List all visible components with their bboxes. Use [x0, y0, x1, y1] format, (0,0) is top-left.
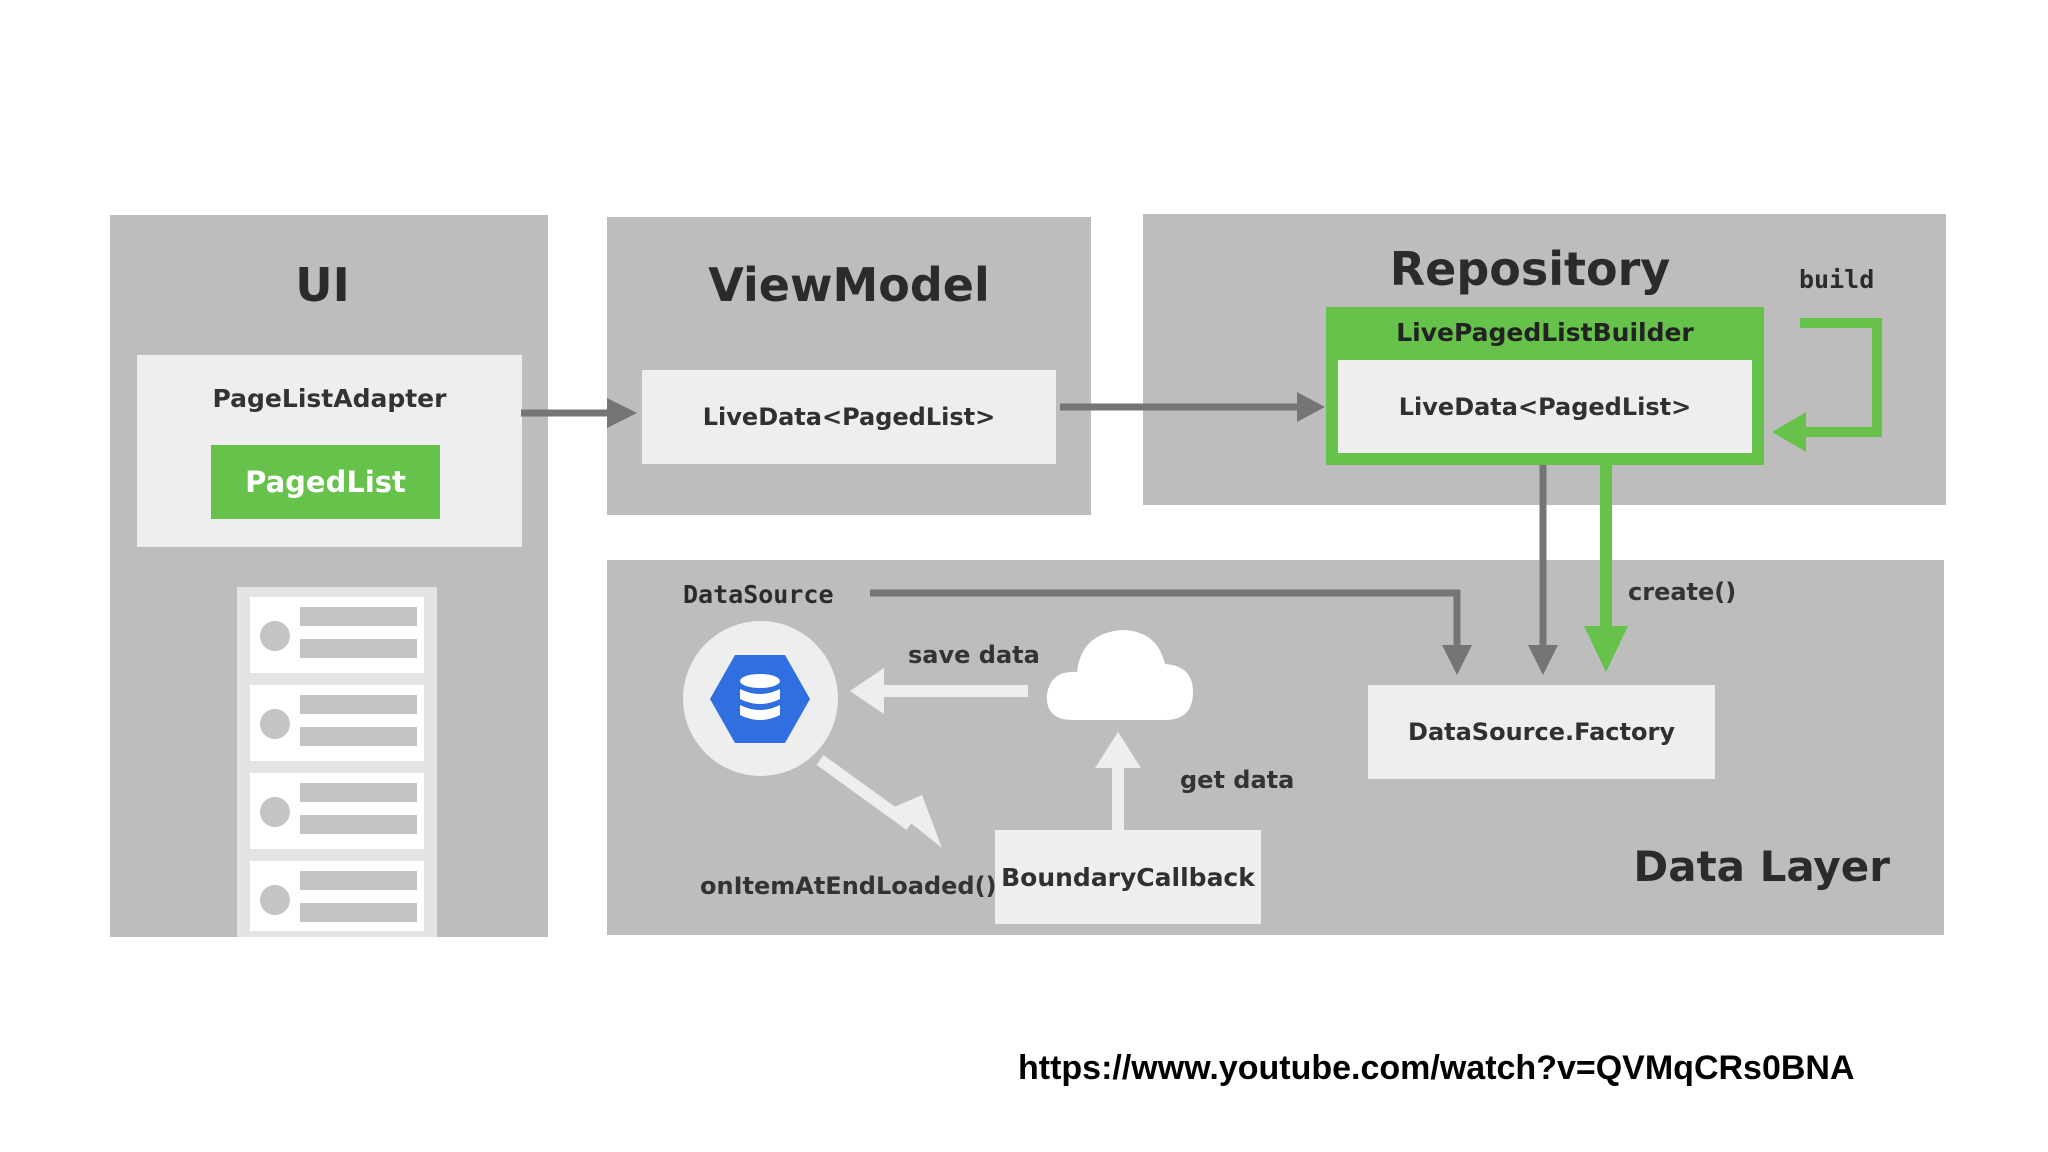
list-item-line: [300, 871, 417, 890]
viewmodel-livedata-box: LiveData<PagedList>: [642, 370, 1056, 464]
list-item-avatar: [260, 885, 290, 915]
get-data-label: get data: [1180, 766, 1295, 794]
database-icon: [710, 655, 810, 743]
on-item-at-end-loaded-label: onItemAtEndLoaded(): [700, 872, 997, 900]
adapter-to-viewmodel-arrow: [521, 398, 637, 428]
datasource-factory-box: DataSource.Factory: [1368, 685, 1715, 779]
list-item: [250, 597, 424, 673]
repository-title: Repository: [1389, 242, 1671, 296]
viewmodel-to-repository-arrow: [1060, 392, 1325, 422]
list-item-avatar: [260, 621, 290, 651]
datasource-label: DataSource: [683, 580, 834, 609]
live-paged-list-builder-label: LivePagedListBuilder: [1396, 318, 1694, 347]
list-item: [250, 861, 424, 931]
list-item-line: [300, 815, 417, 834]
viewmodel-title: ViewModel: [708, 258, 990, 312]
list-item-line: [300, 639, 417, 658]
viewmodel-panel: [607, 217, 1091, 515]
list-item-avatar: [260, 709, 290, 739]
list-item: [250, 773, 424, 849]
list-item-line: [300, 607, 417, 626]
data-layer-title: Data Layer: [1633, 842, 1890, 891]
on-item-at-end-loaded-arrow: [816, 755, 942, 848]
datasource-to-factory-arrow: [870, 589, 1472, 675]
list-item-avatar: [260, 797, 290, 827]
save-data-arrow: [850, 668, 1028, 714]
data-layer-panel: [607, 560, 1944, 935]
source-url: https://www.youtube.com/watch?v=QVMqCRs0…: [1018, 1049, 1855, 1087]
list-item-line: [300, 903, 417, 922]
get-data-arrow: [1095, 732, 1141, 830]
build-label: build: [1799, 265, 1875, 294]
list-item-line: [300, 783, 417, 802]
paged-list-box: PagedList: [211, 445, 440, 519]
ui-title: UI: [295, 258, 350, 312]
boundary-callback-box: BoundaryCallback: [995, 830, 1261, 924]
list-item-line: [300, 727, 417, 746]
repository-livedata-box: LiveData<PagedList>: [1338, 360, 1752, 453]
create-arrow: [1584, 465, 1628, 672]
list-item: [250, 685, 424, 761]
list-item-line: [300, 695, 417, 714]
save-data-label: save data: [908, 641, 1040, 669]
cloud-icon: [1046, 630, 1193, 720]
page-list-adapter-label: PageListAdapter: [212, 384, 447, 413]
livedata-to-factory-arrow: [1528, 465, 1558, 675]
build-loop-arrow: [1772, 318, 1882, 452]
create-label: create(): [1628, 578, 1737, 606]
